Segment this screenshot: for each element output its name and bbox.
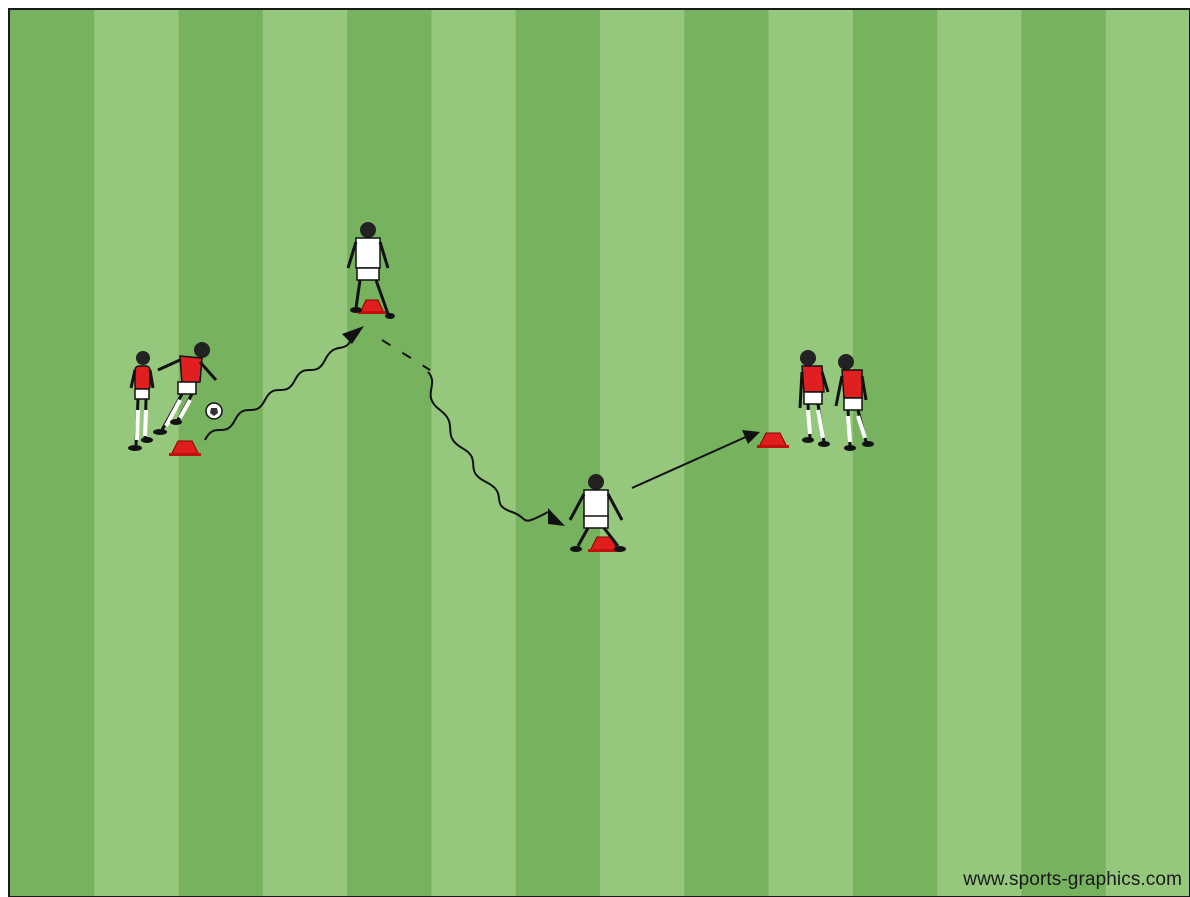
pitch-stripe: [1021, 10, 1106, 897]
pitch-stripe: [769, 10, 854, 897]
pitch-stripe: [431, 10, 516, 897]
pitch-stripe: [684, 10, 769, 897]
pitch-stripe: [937, 10, 1022, 897]
credit-text: www.sports-graphics.com: [963, 869, 1182, 891]
pitch-stripe: [347, 10, 432, 897]
pitch-stripe: [1106, 10, 1190, 897]
pitch-stripe: [10, 10, 95, 897]
pitch-stripe: [600, 10, 685, 897]
pitch-stripe: [516, 10, 601, 897]
pitch-stripe: [853, 10, 938, 897]
pitch-stripe: [263, 10, 348, 897]
ball: [206, 403, 222, 419]
pitch-stripe: [94, 10, 179, 897]
